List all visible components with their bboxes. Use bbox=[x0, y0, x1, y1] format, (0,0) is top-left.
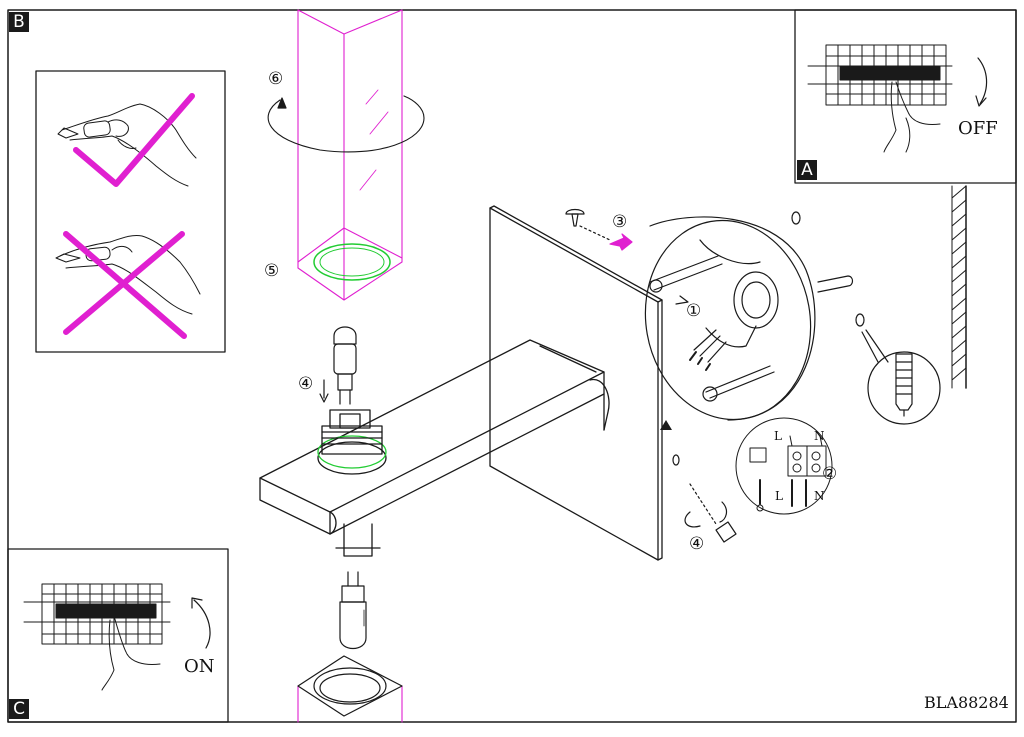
outer-frame bbox=[7, 9, 1017, 723]
rotate-arrow-icon bbox=[267, 95, 425, 153]
panel-c-breaker-on bbox=[7, 548, 229, 723]
arrow-up-icon bbox=[193, 599, 211, 649]
g9-bulb-bottom-icon bbox=[339, 571, 367, 650]
g9-bulb-top-icon bbox=[319, 326, 357, 405]
panel-a-tag: A bbox=[797, 160, 817, 180]
step-4b-label: ④ bbox=[689, 534, 705, 554]
breaker-on-icon bbox=[23, 583, 171, 691]
arrow-down-icon bbox=[977, 57, 988, 105]
lamp-arm bbox=[259, 339, 610, 557]
wire-n-bottom-label: N bbox=[814, 489, 825, 503]
check-mark bbox=[73, 93, 195, 187]
panel-a-breaker-off bbox=[794, 9, 1017, 184]
step-5-label: ⑤ bbox=[264, 261, 280, 281]
shade-base bbox=[297, 655, 403, 717]
step-6-label: ⑥ bbox=[268, 69, 284, 89]
cross-mark bbox=[63, 231, 187, 339]
panel-b-tag: B bbox=[9, 12, 29, 32]
push-arrow-icon bbox=[609, 233, 633, 251]
step-1-label: ① bbox=[686, 301, 702, 321]
terminal-block-icon bbox=[735, 417, 833, 515]
screw-top-icon bbox=[565, 208, 611, 241]
model-number: BLA88284 bbox=[924, 693, 1009, 712]
off-label: OFF bbox=[958, 118, 998, 139]
step-3-label: ③ bbox=[612, 212, 628, 232]
wire-n-top-label: N bbox=[814, 429, 825, 443]
wire-l-bottom-label: L bbox=[775, 489, 783, 503]
wire-l-top-label: L bbox=[774, 429, 782, 443]
on-label: ON bbox=[184, 656, 215, 677]
glass-shade bbox=[297, 9, 403, 723]
breaker-off-icon bbox=[807, 44, 953, 153]
step-2-label: ② bbox=[822, 464, 838, 484]
panel-c-tag: C bbox=[9, 699, 29, 719]
panel-b-handling bbox=[35, 70, 226, 353]
junction-box bbox=[644, 211, 865, 466]
step-4a-label: ④ bbox=[298, 374, 314, 394]
wall-section bbox=[951, 185, 967, 389]
hand-glove-icon bbox=[57, 103, 197, 187]
screw-bottom-icon bbox=[684, 483, 737, 543]
shade-thread bbox=[313, 243, 391, 281]
wall-plate bbox=[489, 205, 663, 561]
wall-plug-icon bbox=[861, 329, 941, 425]
